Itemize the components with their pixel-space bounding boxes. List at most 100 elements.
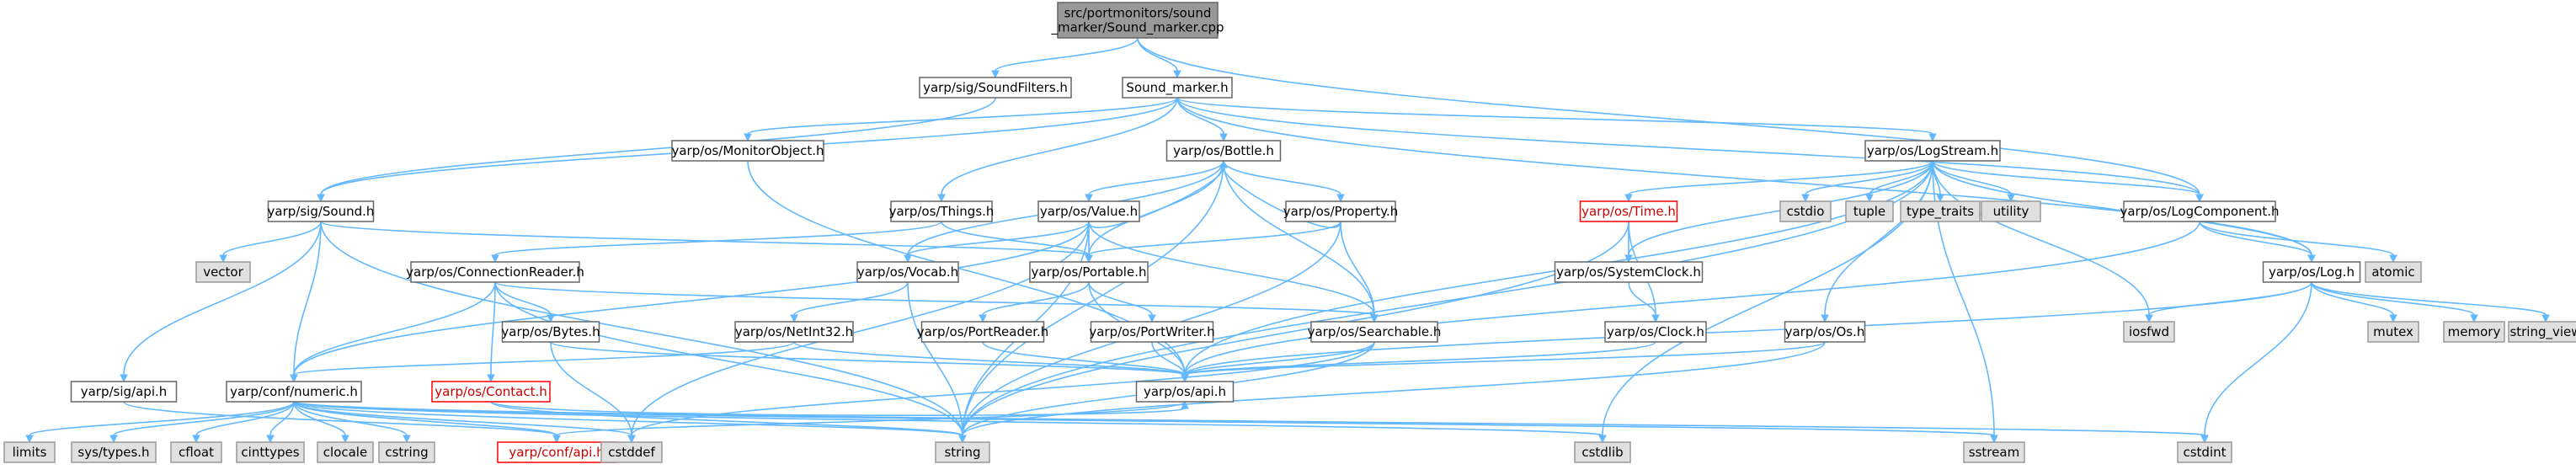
node-box bbox=[2443, 321, 2505, 343]
node-string: string bbox=[935, 441, 990, 463]
node-confapi[interactable]: yarp/conf/api.h bbox=[497, 441, 616, 463]
node-portwriter[interactable]: yarp/os/PortWriter.h bbox=[1089, 321, 1215, 343]
edge-things-to-connreader bbox=[491, 221, 942, 264]
node-limits: limits bbox=[3, 441, 56, 463]
edge-line bbox=[631, 221, 1090, 436]
node-logcomponent[interactable]: yarp/os/LogComponent.h bbox=[2120, 200, 2280, 222]
node-soundfilters[interactable]: yarp/sig/SoundFilters.h bbox=[919, 77, 1072, 99]
edge-line bbox=[1805, 160, 1933, 195]
node-box bbox=[856, 261, 959, 283]
node-cstddef: cstddef bbox=[600, 441, 663, 463]
edge-sound_marker_h-to-logstream bbox=[1176, 97, 1937, 142]
node-things[interactable]: yarp/os/Things.h bbox=[889, 200, 995, 222]
edge-logcomponent-to-atomic bbox=[2199, 221, 2397, 264]
node-value[interactable]: yarp/os/Value.h bbox=[1037, 200, 1140, 222]
node-string_view: string_view bbox=[2508, 321, 2576, 343]
node-portreader[interactable]: yarp/os/PortReader.h bbox=[917, 321, 1049, 343]
node-log[interactable]: yarp/os/Log.h bbox=[2262, 261, 2361, 283]
node-sound_marker_h[interactable]: Sound_marker.h bbox=[1122, 77, 1233, 99]
edge-sound_marker_h-to-monitorobject bbox=[744, 97, 1178, 142]
edge-logstream-to-iosfwd bbox=[1932, 160, 2153, 323]
node-time[interactable]: yarp/os/Time.h bbox=[1579, 200, 1678, 222]
node-label: Sound_marker.h bbox=[1126, 80, 1228, 96]
node-box bbox=[1845, 200, 1894, 222]
node-cfloat: cfloat bbox=[170, 441, 222, 463]
edge-line bbox=[1628, 281, 1656, 316]
arrowhead-icon bbox=[192, 435, 200, 444]
node-label: yarp/os/Things.h bbox=[889, 204, 995, 219]
arrowhead-icon bbox=[958, 435, 967, 444]
edge-line bbox=[494, 281, 552, 316]
edge-line bbox=[1932, 160, 2150, 316]
edge-sound_marker_h-to-things bbox=[937, 97, 1178, 203]
node-osapi[interactable]: yarp/os/api.h bbox=[1135, 381, 1235, 403]
edge-numeric-to-cinttypes bbox=[266, 401, 295, 444]
edge-line bbox=[1151, 341, 1186, 376]
node-box bbox=[1579, 200, 1678, 222]
edge-log-to-mutex bbox=[2311, 281, 2397, 323]
node-label: yarp/os/Property.h bbox=[1283, 204, 1398, 219]
edge-line bbox=[195, 401, 295, 436]
node-label: yarp/os/LogComponent.h bbox=[2120, 204, 2279, 219]
edge-line bbox=[747, 97, 1178, 135]
node-property[interactable]: yarp/os/Property.h bbox=[1283, 200, 1398, 222]
node-vector: vector bbox=[195, 261, 251, 283]
arrowhead-icon bbox=[1865, 194, 1874, 203]
edge-line bbox=[631, 341, 1375, 436]
node-monitorobject[interactable]: yarp/os/MonitorObject.h bbox=[671, 140, 824, 162]
edge-line bbox=[490, 401, 1186, 416]
node-type_traits: type_traits bbox=[1900, 200, 1981, 222]
edge-connreader-to-searchable bbox=[494, 281, 1379, 323]
node-label: yarp/os/PortReader.h bbox=[917, 324, 1049, 339]
arrowhead-icon bbox=[1598, 435, 1607, 444]
node-label: memory bbox=[2448, 324, 2501, 339]
node-sigapi[interactable]: yarp/sig/api.h bbox=[70, 381, 178, 403]
arrowhead-icon bbox=[341, 435, 349, 444]
arrowhead-icon bbox=[1801, 194, 1810, 203]
node-sound[interactable]: yarp/sig/Sound.h bbox=[268, 200, 375, 222]
node-root[interactable]: src/portmonitors/sound_marker/Sound_mark… bbox=[1050, 2, 1224, 39]
node-label: cstdlib bbox=[1581, 445, 1623, 460]
node-searchable[interactable]: yarp/os/Searchable.h bbox=[1308, 321, 1442, 343]
node-numeric[interactable]: yarp/conf/numeric.h bbox=[226, 381, 362, 403]
edge-log-to-memory bbox=[2311, 281, 2478, 323]
edge-sound-to-vector bbox=[219, 221, 322, 264]
edge-line bbox=[556, 401, 1186, 436]
node-label: mutex bbox=[2373, 324, 2413, 339]
edge-line bbox=[1223, 167, 1341, 228]
arrowhead-icon bbox=[1936, 194, 1944, 203]
edge-line bbox=[2311, 281, 2475, 316]
edge-line bbox=[1088, 281, 1153, 316]
node-connreader[interactable]: yarp/os/ConnectionReader.h bbox=[406, 261, 584, 283]
edge-osapi-to-confapi bbox=[552, 401, 1186, 444]
node-logstream[interactable]: yarp/os/LogStream.h bbox=[1864, 140, 2001, 162]
node-label: cstring bbox=[385, 445, 428, 460]
node-cstring: cstring bbox=[378, 441, 435, 463]
node-netint32[interactable]: yarp/os/NetInt32.h bbox=[734, 321, 854, 343]
node-bottle[interactable]: yarp/os/Bottle.h bbox=[1165, 140, 1282, 162]
node-utility: utility bbox=[1981, 200, 2041, 222]
node-cstdint: cstdint bbox=[2177, 441, 2232, 463]
edge-line bbox=[1137, 37, 2200, 195]
node-clock[interactable]: yarp/os/Clock.h bbox=[1604, 321, 1707, 343]
edge-line bbox=[1176, 97, 2200, 195]
node-tuple: tuple bbox=[1845, 200, 1894, 222]
node-box bbox=[317, 441, 374, 463]
arrowhead-icon bbox=[790, 314, 798, 323]
node-systemclock[interactable]: yarp/os/SystemClock.h bbox=[1554, 261, 1704, 283]
edge-logstream-to-cstdio bbox=[1801, 160, 1933, 203]
node-vocab[interactable]: yarp/os/Vocab.h bbox=[856, 261, 959, 283]
edge-line bbox=[1088, 167, 1224, 228]
node-bytes[interactable]: yarp/os/Bytes.h bbox=[501, 321, 600, 343]
edge-connreader-to-bytes bbox=[494, 281, 555, 323]
edge-log-to-string_view bbox=[2311, 281, 2550, 323]
node-box bbox=[1574, 441, 1631, 463]
node-label: yarp/os/LogStream.h bbox=[1867, 143, 1998, 158]
node-os[interactable]: yarp/os/Os.h bbox=[1784, 321, 1866, 343]
node-contact[interactable]: yarp/os/Contact.h bbox=[431, 381, 551, 403]
node-label: limits bbox=[13, 445, 47, 460]
node-portable[interactable]: yarp/os/Portable.h bbox=[1029, 261, 1149, 283]
arrowhead-icon bbox=[2389, 314, 2397, 323]
arrowhead-icon bbox=[1181, 374, 1189, 383]
edge-numeric-to-cstddef bbox=[293, 401, 636, 444]
